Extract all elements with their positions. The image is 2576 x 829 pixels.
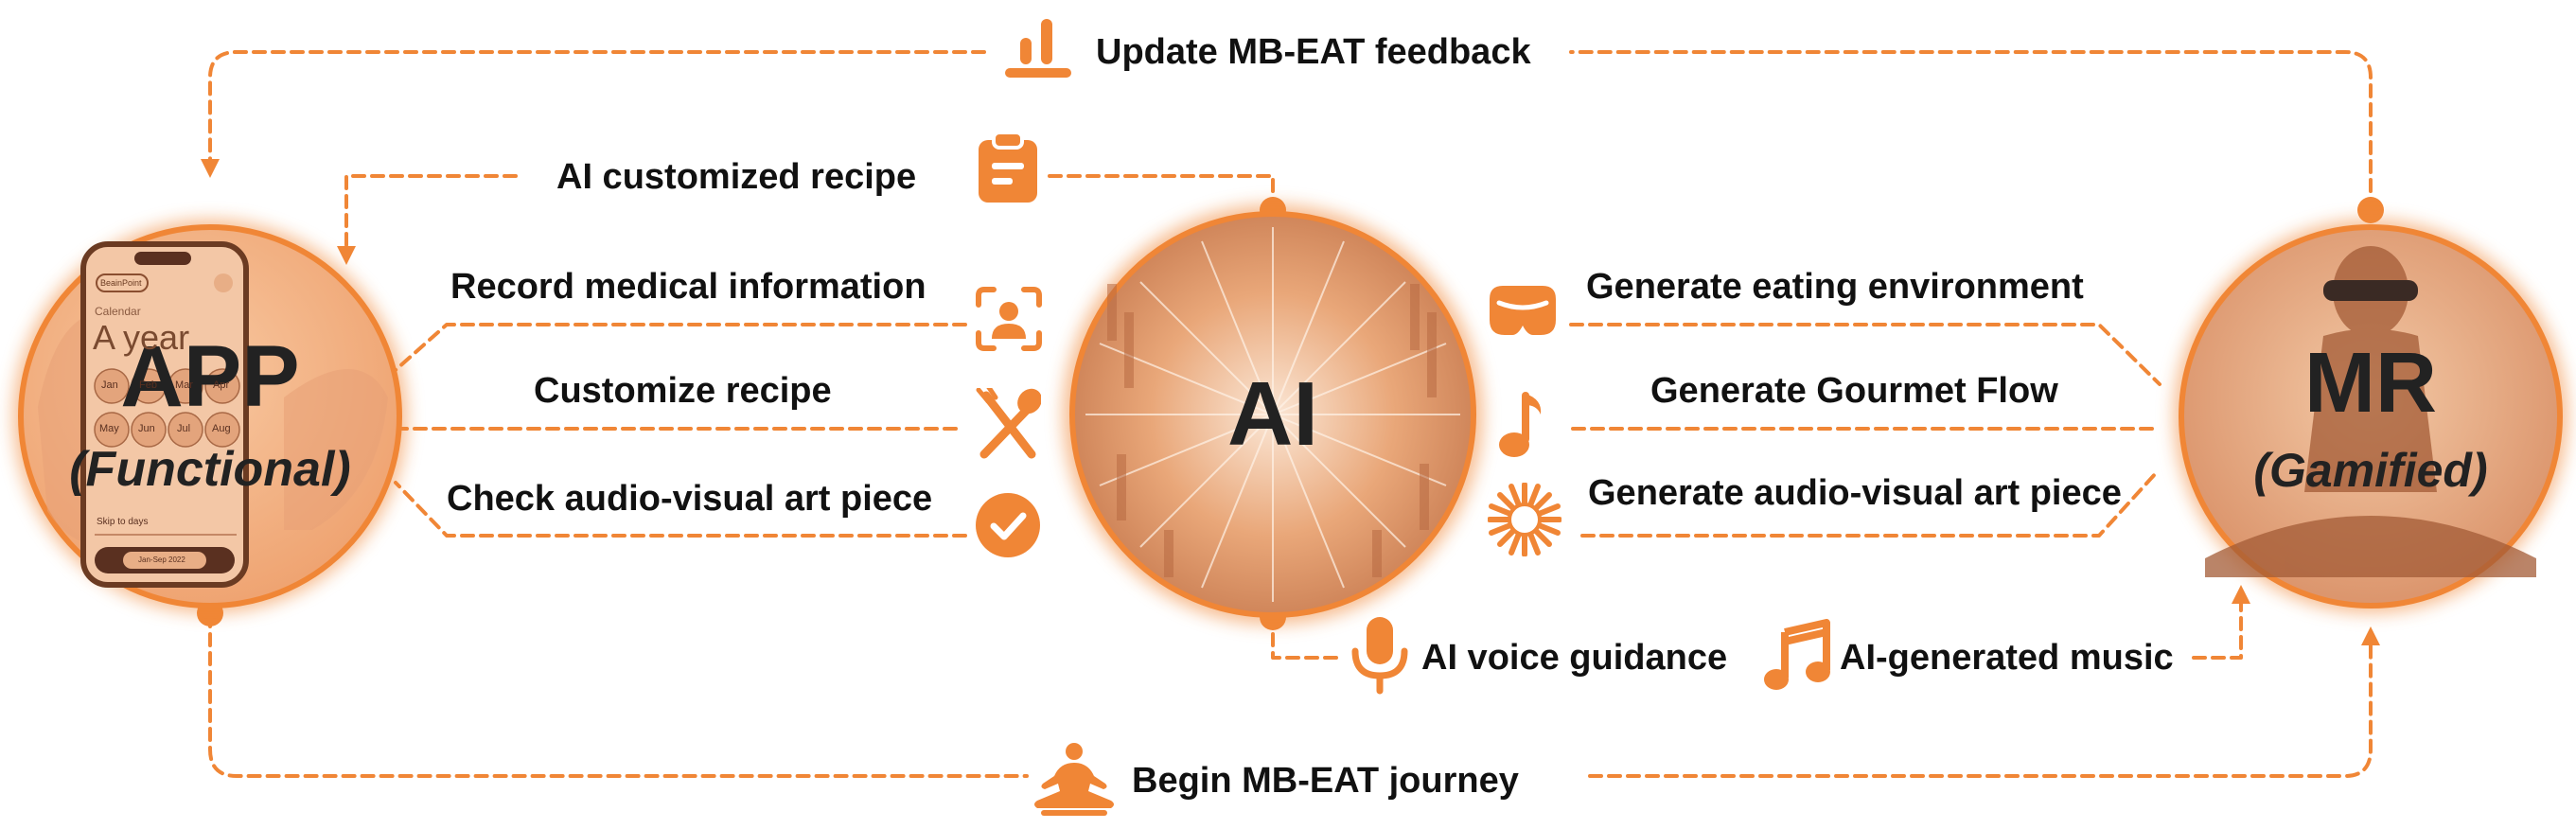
ai-node — [1063, 204, 1483, 625]
ai-recipe-connector-left — [337, 174, 518, 265]
begin-journey-label: Begin MB-EAT journey — [1132, 761, 1519, 801]
gen-environment-label: Generate eating environment — [1586, 267, 2084, 307]
phone-skip: Skip to days — [97, 517, 149, 527]
month-chip: Apr — [213, 379, 230, 391]
phone-mockup — [80, 241, 249, 588]
music-note-icon — [1499, 392, 1542, 457]
update-feedback-connector — [1569, 50, 2373, 212]
check-art-label: Check audio-visual art piece — [447, 479, 933, 519]
mr-title: MR — [2304, 336, 2437, 431]
meditation-icon — [1034, 743, 1114, 816]
voice-guidance-label: AI voice guidance — [1421, 638, 1728, 678]
sun-burst-icon — [1488, 483, 1561, 556]
mr-headset-shape — [2323, 280, 2418, 301]
ai-recipe-connector — [1044, 174, 1275, 212]
check-art-connector — [394, 481, 967, 538]
mr-subtitle: (Gamified) — [2253, 444, 2488, 497]
ai-music-label: AI-generated music — [1840, 638, 2174, 678]
clipboard-icon — [979, 132, 1037, 203]
ai-recipe-label: AI customized recipe — [556, 157, 917, 197]
customize-recipe-label: Customize recipe — [534, 371, 832, 411]
record-medical-connector — [386, 323, 967, 379]
month-chip: Jul — [177, 423, 191, 434]
app-subtitle: (Functional) — [69, 442, 351, 497]
month-chip: Jun — [138, 423, 155, 434]
app-title: APP — [120, 328, 300, 425]
app-node — [13, 220, 407, 613]
mr-top-dot — [2357, 197, 2384, 223]
ai-title: AI — [1227, 363, 1318, 465]
phone-brand: BeainPoint — [100, 278, 142, 288]
update-feedback-label: Update MB-EAT feedback — [1096, 32, 1531, 72]
voice-guidance-connector — [1271, 613, 1346, 660]
music-notes-icon — [1764, 619, 1830, 690]
month-chip: Jan — [101, 379, 118, 391]
month-chip: Feb — [139, 379, 157, 391]
begin-journey-connector-right — [1588, 626, 2380, 778]
user-scan-icon — [976, 287, 1042, 351]
gen-gourmet-label: Generate Gourmet Flow — [1650, 371, 2058, 411]
microphone-icon — [1351, 617, 1408, 695]
phone-section: Calendar — [95, 305, 141, 318]
record-medical-label: Record medical information — [450, 267, 926, 307]
month-chip: Mar — [175, 379, 193, 391]
phone-range: Jan-Sep 2022 — [138, 556, 185, 564]
music-connector — [2192, 585, 2250, 660]
begin-journey-connector-left — [208, 613, 1029, 778]
gen-art-label: Generate audio-visual art piece — [1588, 473, 2122, 513]
check-circle-icon — [976, 493, 1040, 557]
mr-node — [2174, 220, 2567, 613]
mr-headset-icon — [1490, 286, 1556, 335]
month-chip: May — [99, 423, 119, 434]
gen-environment-connector — [1569, 323, 2161, 386]
bar-chart-icon — [1005, 19, 1071, 78]
month-chip: Aug — [212, 423, 231, 434]
update-feedback-connector-left — [201, 50, 986, 178]
fork-spoon-icon — [976, 388, 1041, 459]
gen-art-connector — [1580, 471, 2158, 538]
phone-heading: A year — [93, 318, 190, 357]
